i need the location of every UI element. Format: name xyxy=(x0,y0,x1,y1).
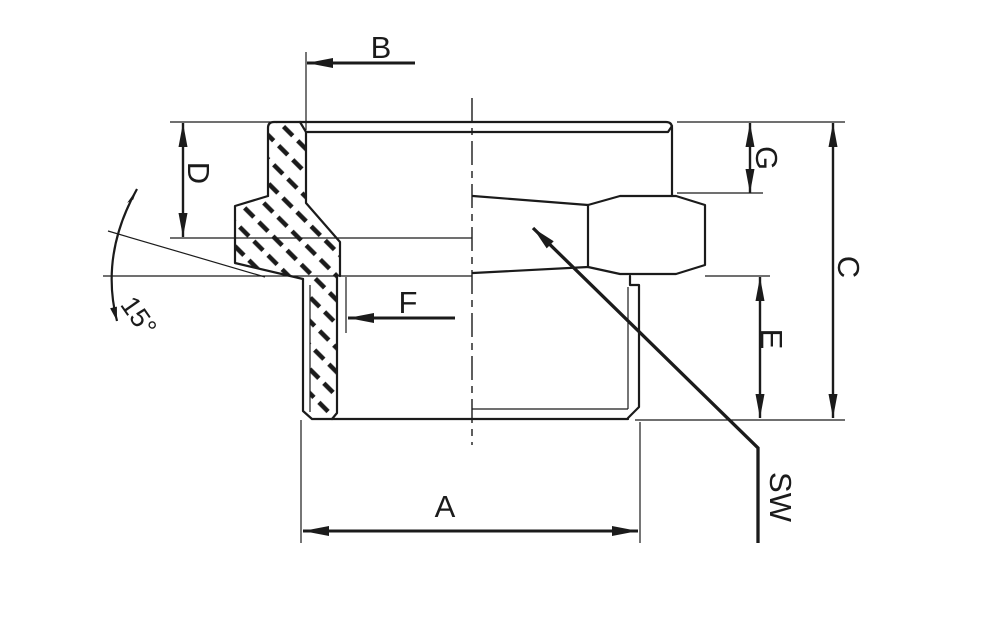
extension-lines xyxy=(103,52,845,543)
section-hatch xyxy=(235,122,340,419)
part-outline xyxy=(233,120,674,421)
dim-label-e: E xyxy=(754,329,789,350)
dim-c: C xyxy=(828,123,866,418)
dim-label-b: B xyxy=(371,30,392,65)
sw-label: SW xyxy=(763,472,798,523)
angle-annotation: 15° xyxy=(110,188,163,342)
dim-f: F xyxy=(348,285,455,323)
dim-label-d: D xyxy=(181,162,216,184)
dim-d: D xyxy=(178,123,216,237)
hex-nut xyxy=(471,194,707,276)
dim-label-g: G xyxy=(749,146,784,170)
dim-label-a: A xyxy=(435,489,456,524)
dim-e: E xyxy=(754,277,789,418)
dim-label-c: C xyxy=(831,256,866,278)
dim-label-f: F xyxy=(399,285,418,320)
angle-label: 15° xyxy=(115,291,163,342)
sw-leader: SW xyxy=(531,226,798,543)
dim-b: B xyxy=(307,30,415,68)
dim-g: G xyxy=(745,123,784,193)
dim-a: A xyxy=(303,489,638,536)
